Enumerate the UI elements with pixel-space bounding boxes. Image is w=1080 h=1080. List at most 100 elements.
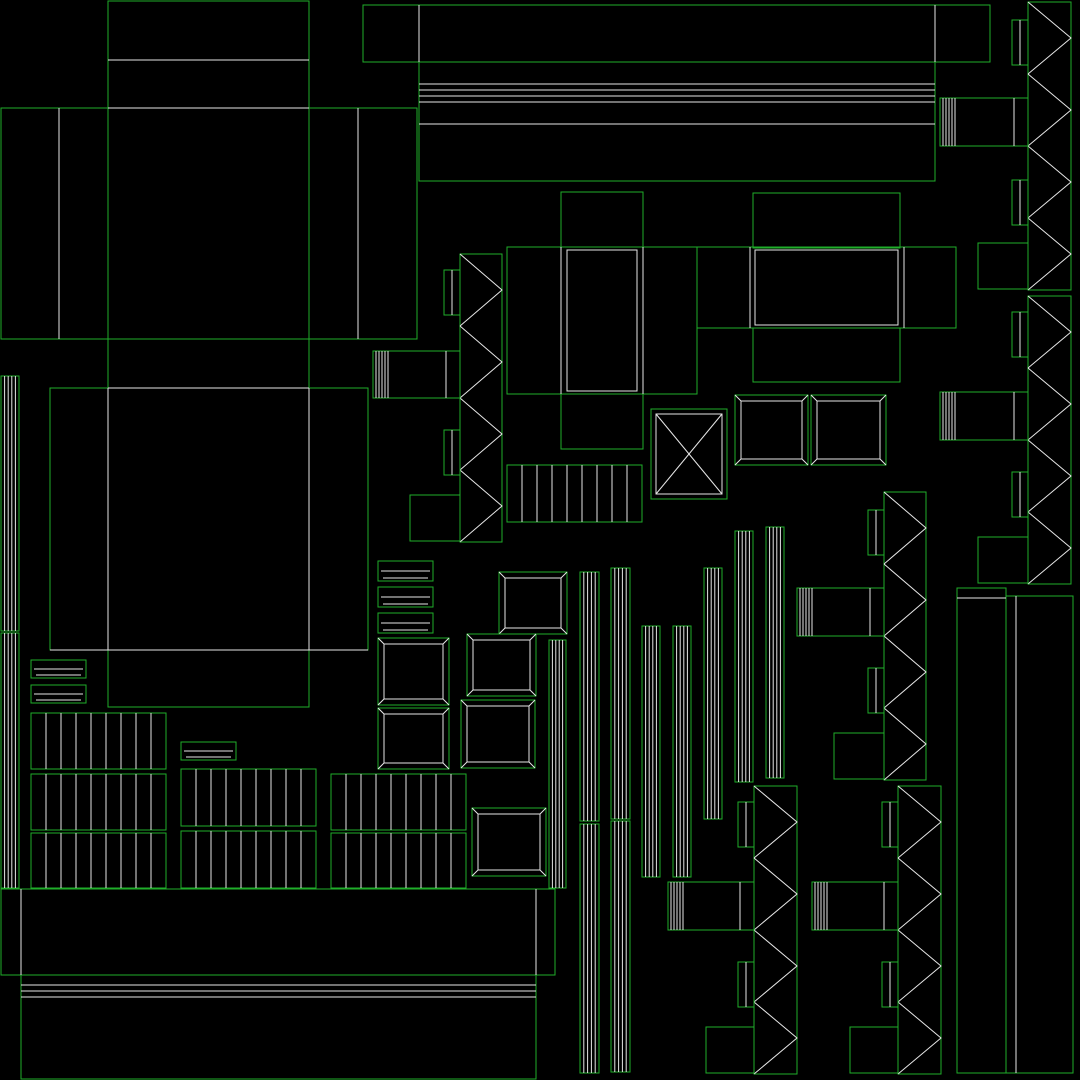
uv-face (377, 586, 434, 608)
uv-inner-edge (466, 689, 474, 697)
uv-face (20, 974, 537, 1080)
uv-zigzag (1027, 295, 1072, 369)
uv-inner-edge (477, 813, 541, 871)
uv-zigzag (753, 785, 798, 859)
uv-face (610, 820, 631, 1073)
uv-face (30, 712, 167, 770)
uv-inner-edge (801, 394, 809, 402)
uv-inner-edge (810, 458, 818, 466)
uv-inner-edge (383, 643, 444, 700)
uv-face (330, 773, 467, 831)
uv-face (548, 639, 567, 889)
uv-inner-edge (539, 869, 547, 877)
uv-inner-edge (460, 761, 468, 769)
uv-face (833, 732, 885, 780)
uv-face (330, 832, 467, 889)
uv-face (377, 637, 450, 706)
uv-zigzag (897, 1001, 942, 1075)
uv-face (30, 832, 167, 889)
uv-face (30, 684, 87, 704)
uv-zigzag (459, 397, 503, 471)
uv-island-center-block-right (696, 192, 957, 383)
uv-zigzag (1027, 217, 1072, 291)
uv-inner-edge (560, 627, 568, 635)
uv-face (752, 327, 901, 383)
uv-face (579, 571, 600, 822)
uv-inner-edge (528, 761, 536, 769)
uv-zigzag (459, 253, 503, 327)
uv-face (377, 560, 434, 582)
uv-face (30, 659, 87, 679)
uv-zigzag (897, 929, 942, 1003)
uv-face (849, 1026, 899, 1074)
uv-zigzag (1027, 367, 1072, 441)
uv-inner-edge (801, 458, 809, 466)
uv-face (560, 393, 644, 450)
uv-zigzag (1027, 511, 1072, 585)
uv-face (377, 707, 450, 770)
uv-face (765, 526, 785, 779)
uv-island-top-beam (362, 4, 991, 182)
uv-face (180, 768, 317, 827)
uv-zigzag (459, 469, 503, 543)
uv-inner-edge (471, 807, 479, 815)
uv-island-striped-panel (506, 464, 643, 523)
uv-zigzag (1027, 145, 1072, 219)
uv-face (180, 741, 237, 761)
uv-island-poles (0, 375, 785, 1074)
uv-inner-edge (377, 762, 385, 770)
uv-zigzag (753, 1001, 798, 1075)
uv-inner-edge (879, 458, 887, 466)
uv-zigzag (883, 635, 927, 709)
uv-face (506, 464, 643, 523)
uv-face (180, 830, 317, 889)
uv-face (811, 881, 899, 931)
uv-zigzag (1027, 1, 1072, 75)
uv-face (810, 394, 887, 466)
uv-island-spools (377, 394, 887, 877)
uv-face (650, 408, 728, 500)
uv-island-cylinder-caps (372, 97, 1029, 931)
uv-inner-edge (466, 633, 474, 641)
uv-inner-edge (442, 707, 450, 715)
uv-zigzag (883, 563, 927, 637)
uv-face (734, 530, 754, 783)
uv-inner-edge (560, 571, 568, 579)
uv-face (566, 249, 638, 392)
uv-inner-edge (734, 458, 742, 466)
uv-inner-edge (377, 707, 385, 715)
uv-zigzag (897, 785, 942, 859)
uv-inner-edge (529, 689, 537, 697)
uv-inner-edge (816, 400, 881, 460)
uv-inner-edge (529, 633, 537, 641)
uv-face (471, 807, 547, 877)
uv-face (0, 375, 20, 632)
uv-face (0, 632, 20, 889)
uv-island-top-cross-inner (58, 59, 359, 339)
uv-island-mid-panel-inner (50, 387, 368, 651)
uv-inner-edge (466, 705, 530, 763)
uv-inner-edge (498, 571, 506, 579)
uv-island-cross-box (650, 408, 728, 500)
uv-inner-edge (734, 394, 742, 402)
uv-inner-edge (442, 762, 450, 770)
uv-inner-edge (442, 698, 450, 706)
uv-face (460, 699, 536, 769)
uv-inner-edge (504, 577, 562, 629)
uv-face (372, 350, 461, 399)
uv-face (1005, 595, 1074, 1074)
uv-inner-edge (377, 637, 385, 645)
uv-inner-edge (539, 807, 547, 815)
uv-face (705, 1026, 755, 1074)
uv-face (939, 97, 1029, 147)
uv-face (754, 249, 899, 326)
uv-inner-edge (460, 699, 468, 707)
uv-inner-edge (879, 394, 887, 402)
uv-zigzag (1027, 73, 1072, 147)
uv-face (977, 242, 1029, 290)
uv-face (977, 536, 1029, 584)
uv-zigzag (1027, 439, 1072, 513)
uv-zigzag (883, 491, 927, 565)
uv-inner-edge (442, 637, 450, 645)
